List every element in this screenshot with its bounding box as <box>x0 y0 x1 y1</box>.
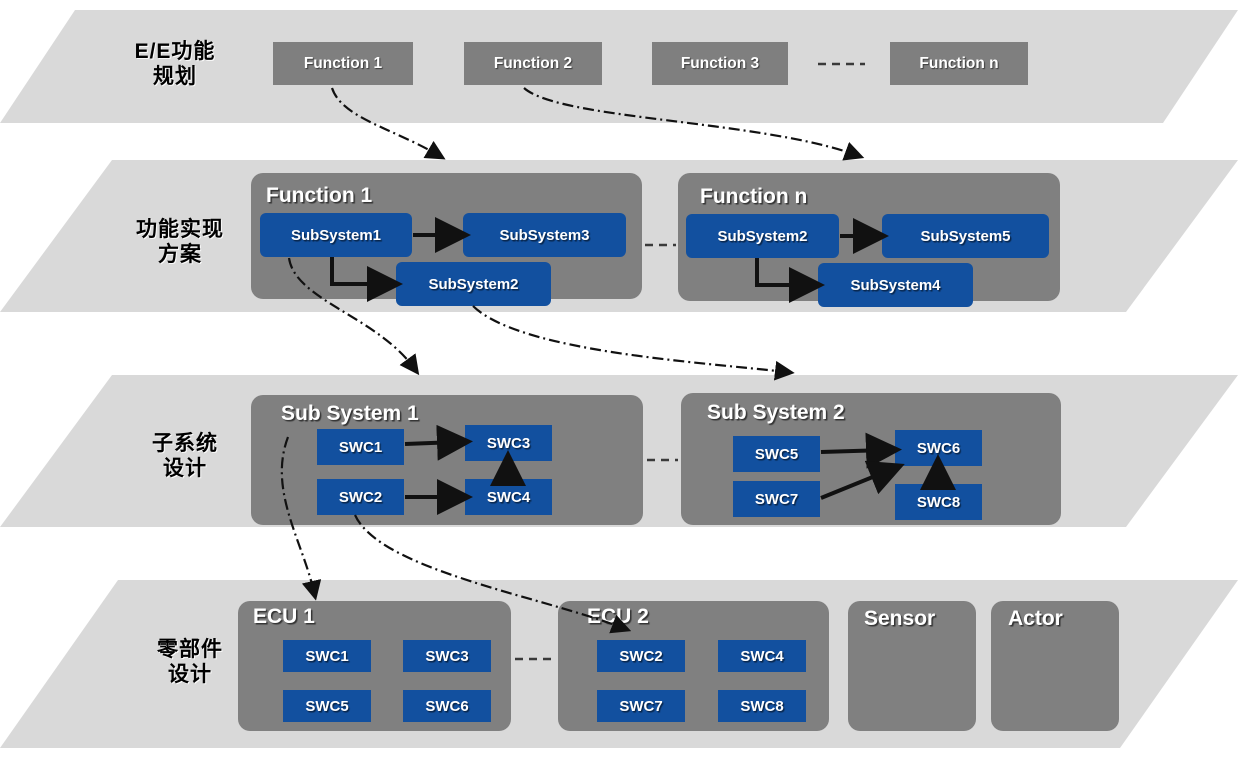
node-fn-subsystem4[interactable]: SubSystem4 <box>818 263 973 307</box>
sensor-group[interactable] <box>848 601 976 731</box>
function-group-n-title: Function n <box>700 185 808 208</box>
node-ecu2-swc8[interactable]: SWC8 <box>718 690 806 722</box>
function-chip-3[interactable]: Function 3 <box>652 42 788 85</box>
flow-ss2-to-subsys2 <box>472 305 795 381</box>
stage-label-4: 零部件 设计 <box>157 638 223 686</box>
ecu-group-2-title: ECU 2 <box>587 605 649 628</box>
subsystem-group-2-title: Sub System 2 <box>707 401 845 424</box>
actor-group[interactable] <box>991 601 1119 731</box>
node-ecu1-swc6[interactable]: SWC6 <box>403 690 491 722</box>
node-ecu2-swc4[interactable]: SWC4 <box>718 640 806 672</box>
subsystem-group-1-title: Sub System 1 <box>281 402 419 425</box>
node-ecu2-swc7[interactable]: SWC7 <box>597 690 685 722</box>
node-ss2-swc7[interactable]: SWC7 <box>733 481 820 517</box>
node-ss2-swc6[interactable]: SWC6 <box>895 430 982 466</box>
actor-group-title: Actor <box>1008 607 1063 630</box>
node-ss1-swc2[interactable]: SWC2 <box>317 479 404 515</box>
node-fn-subsystem5[interactable]: SubSystem5 <box>882 214 1049 258</box>
node-ss1-swc4[interactable]: SWC4 <box>465 479 552 515</box>
function-group-1-title: Function 1 <box>266 184 373 207</box>
sensor-group-title: Sensor <box>864 607 936 630</box>
node-ecu1-swc5[interactable]: SWC5 <box>283 690 371 722</box>
function-chip-2[interactable]: Function 2 <box>464 42 602 85</box>
stage-label-1: E/E功能 规划 <box>134 40 216 88</box>
node-ss1-swc1[interactable]: SWC1 <box>317 429 404 465</box>
node-ecu2-swc2[interactable]: SWC2 <box>597 640 685 672</box>
stage-label-2: 功能实现 方案 <box>136 218 224 266</box>
function-chip-n[interactable]: Function n <box>890 42 1028 85</box>
ecu-group-1-title: ECU 1 <box>253 605 315 628</box>
stage-label-3: 子系统 设计 <box>152 432 218 480</box>
node-subsystem2[interactable]: SubSystem2 <box>396 262 551 306</box>
node-fn-subsystem2[interactable]: SubSystem2 <box>686 214 839 258</box>
node-ecu1-swc3[interactable]: SWC3 <box>403 640 491 672</box>
node-subsystem1[interactable]: SubSystem1 <box>260 213 412 257</box>
node-ss2-swc8[interactable]: SWC8 <box>895 484 982 520</box>
node-ecu1-swc1[interactable]: SWC1 <box>283 640 371 672</box>
node-ss1-swc3[interactable]: SWC3 <box>465 425 552 461</box>
function-chip-1[interactable]: Function 1 <box>273 42 413 85</box>
node-ss2-swc5[interactable]: SWC5 <box>733 436 820 472</box>
node-subsystem3[interactable]: SubSystem3 <box>463 213 626 257</box>
